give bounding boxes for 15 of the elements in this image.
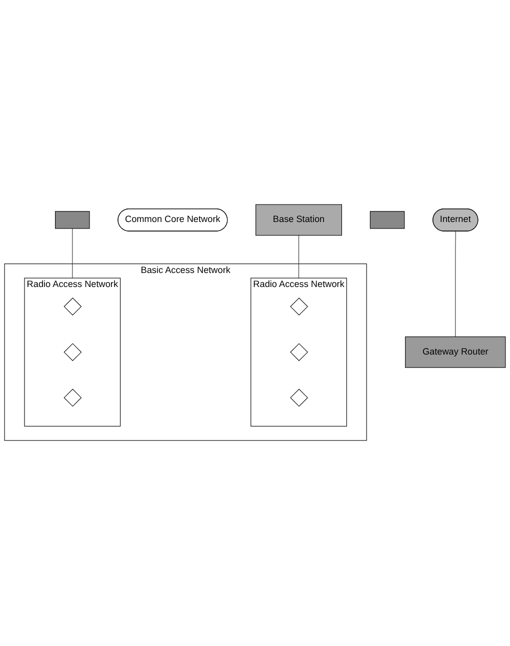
cluster: Radio Access Network	[24, 278, 121, 427]
node-box: Gateway Router	[405, 336, 506, 368]
connector	[298, 236, 300, 279]
node-diamond	[290, 344, 308, 362]
node-box	[55, 212, 90, 230]
node-box: Base Station	[256, 204, 342, 236]
node-diamond	[64, 298, 82, 316]
node-diamond	[64, 389, 82, 408]
node-diamond	[290, 389, 308, 408]
connector	[72, 228, 73, 279]
node-box	[370, 212, 405, 230]
node-diamond	[290, 298, 308, 316]
node-diamond	[64, 344, 82, 362]
connector	[455, 232, 456, 338]
cluster: Radio Access Network	[250, 278, 347, 427]
